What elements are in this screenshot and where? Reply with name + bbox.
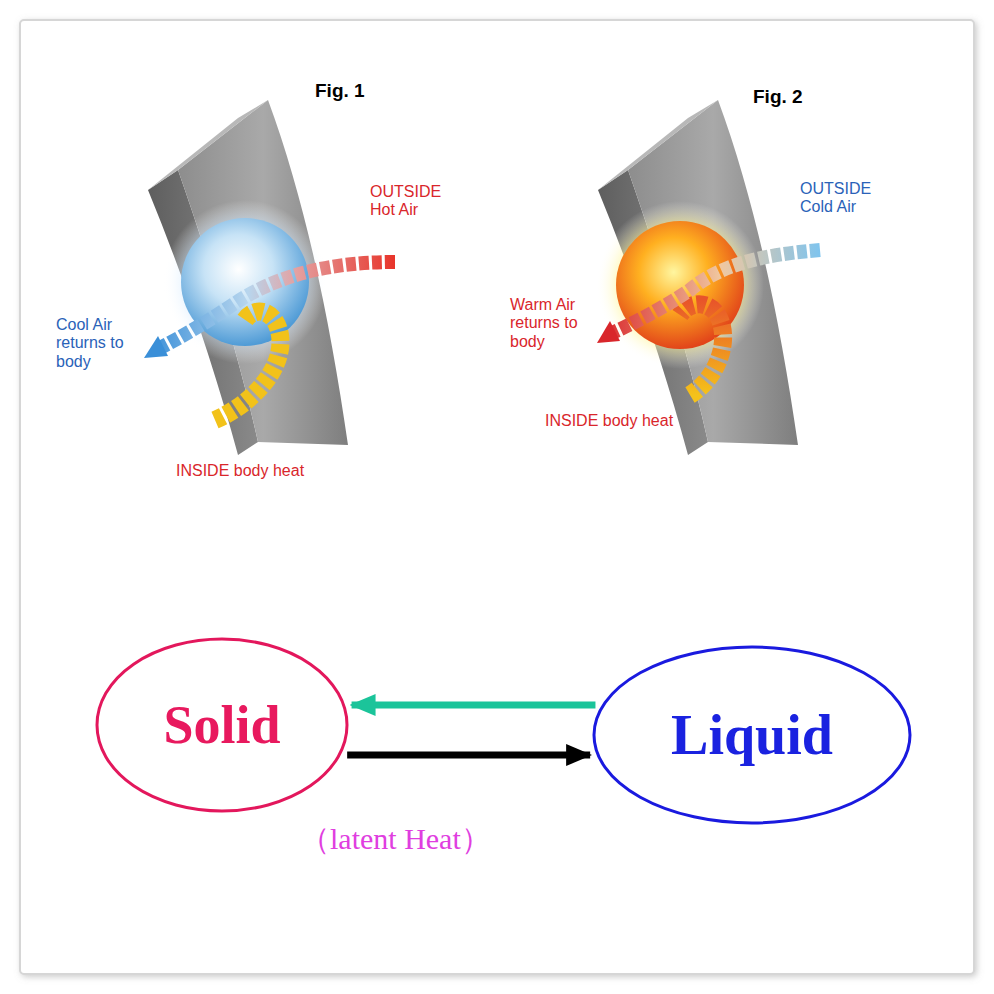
- figure-label: Fig. 1: [315, 80, 365, 102]
- air-label: Warm Air returns to body: [510, 296, 590, 351]
- state-name: Liquid: [671, 707, 833, 763]
- transition-arrow: [347, 752, 590, 759]
- air-flow-band: [612, 250, 820, 333]
- state-ellipse: Liquid: [592, 645, 912, 825]
- body-heat-band: [215, 312, 280, 420]
- body-heat-band: [680, 304, 723, 395]
- air-arrowhead: [597, 321, 620, 343]
- state-ellipse: Solid: [95, 637, 349, 813]
- latent-heat-label: （latent Heat）: [300, 822, 491, 857]
- heat-label: INSIDE body heat: [176, 462, 304, 480]
- transition-arrow: [352, 702, 596, 709]
- air-flow-band: [160, 262, 395, 348]
- state-name: Solid: [163, 698, 280, 752]
- air-label: Cool Air returns to body: [56, 316, 136, 371]
- air-label: OUTSIDE Hot Air: [370, 183, 465, 220]
- frame: [20, 20, 974, 974]
- air-label: OUTSIDE Cold Air: [800, 180, 895, 217]
- air-arrowhead: [144, 336, 168, 358]
- figure-label: Fig. 2: [753, 86, 803, 108]
- fabric-slab: [148, 100, 348, 455]
- warm-sphere-glow: [596, 201, 764, 369]
- heat-label: INSIDE body heat: [545, 412, 673, 430]
